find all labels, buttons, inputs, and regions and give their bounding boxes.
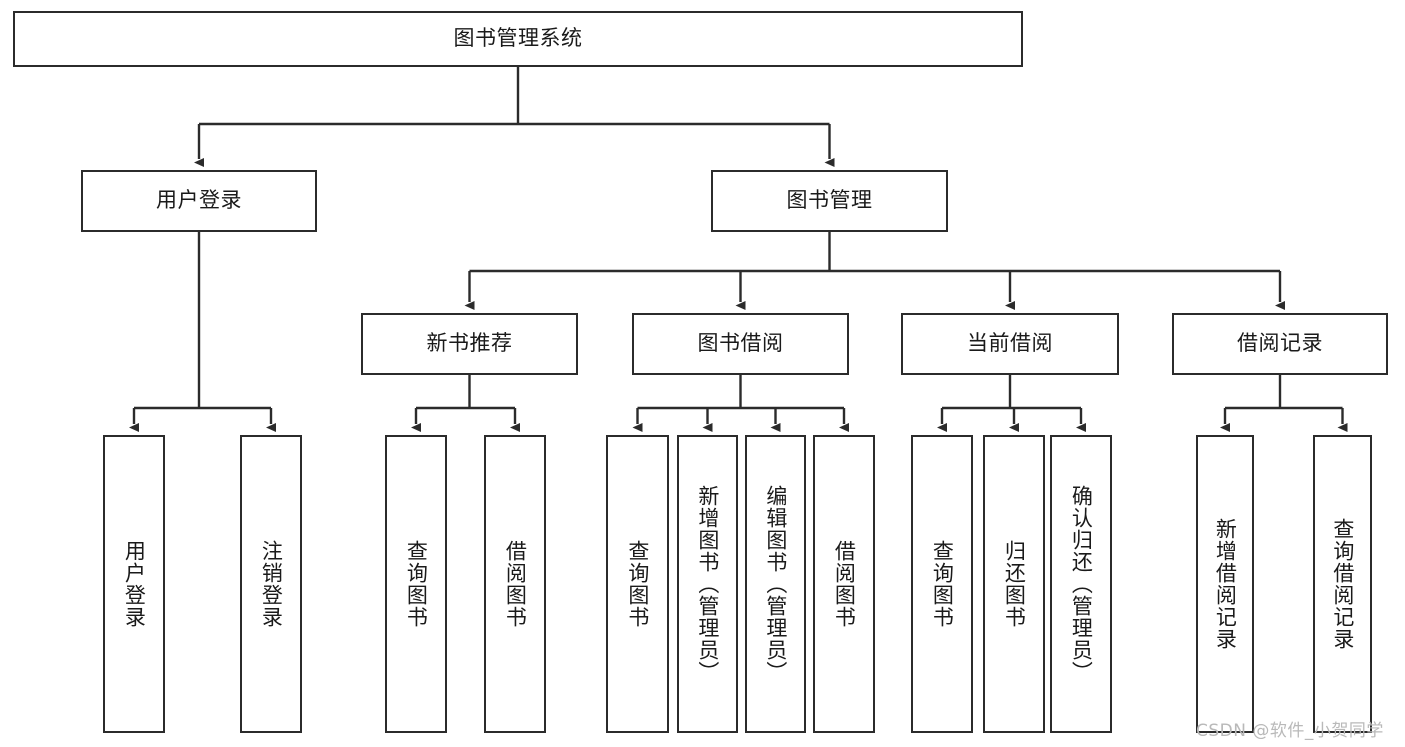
leaf-node-box[interactable]: 查询借阅记录 — [1313, 435, 1372, 733]
leaf-node-label: 查询图书 — [404, 540, 429, 628]
level3-node-label: 图书借阅 — [697, 331, 784, 356]
leaf-node-label: 借阅图书 — [503, 540, 528, 628]
leaf-node-box[interactable]: 用户登录 — [103, 435, 165, 733]
leaf-node-label: 查询借阅记录 — [1330, 518, 1355, 650]
leaf-node-label: 借阅图书 — [832, 540, 857, 628]
leaf-node-label: 编辑图书（管理员） — [763, 485, 788, 683]
leaf-node-label: 归还图书 — [1002, 540, 1027, 628]
level3-node-label: 借阅记录 — [1237, 331, 1323, 356]
level3-node-label: 当前借阅 — [967, 331, 1053, 356]
leaf-node-label: 新增借阅记录 — [1213, 518, 1238, 650]
level2-node-box[interactable]: 用户登录 — [81, 170, 317, 232]
leaf-node-box[interactable]: 新增图书（管理员） — [677, 435, 738, 733]
leaf-node-box[interactable]: 确认归还（管理员） — [1050, 435, 1112, 733]
root-node-label: 图书管理系统 — [453, 26, 583, 51]
leaf-node-box[interactable]: 注销登录 — [240, 435, 302, 733]
leaf-node-label: 新增图书（管理员） — [695, 485, 720, 683]
level2-node-label: 用户登录 — [156, 188, 242, 213]
leaf-node-label: 查询图书 — [930, 540, 955, 628]
leaf-node-box[interactable]: 查询图书 — [385, 435, 447, 733]
leaf-node-label: 确认归还（管理员） — [1069, 485, 1094, 683]
leaf-node-box[interactable]: 查询图书 — [606, 435, 669, 733]
leaf-node-box[interactable]: 归还图书 — [983, 435, 1045, 733]
level3-node-box[interactable]: 图书借阅 — [632, 313, 849, 375]
level2-node-box[interactable]: 图书管理 — [711, 170, 948, 232]
level3-node-box[interactable]: 新书推荐 — [361, 313, 578, 375]
root-node-box[interactable]: 图书管理系统 — [13, 11, 1023, 67]
leaf-node-box[interactable]: 新增借阅记录 — [1196, 435, 1254, 733]
level3-node-box[interactable]: 借阅记录 — [1172, 313, 1388, 375]
csdn-watermark: CSDN @软件_小贺同学 — [1196, 721, 1384, 741]
level2-node-label: 图书管理 — [786, 188, 873, 213]
level3-node-box[interactable]: 当前借阅 — [901, 313, 1119, 375]
leaf-node-label: 注销登录 — [259, 540, 284, 628]
leaf-node-label: 查询图书 — [625, 540, 650, 628]
leaf-node-label: 用户登录 — [122, 540, 147, 628]
leaf-node-box[interactable]: 编辑图书（管理员） — [745, 435, 806, 733]
level3-node-label: 新书推荐 — [426, 331, 513, 356]
leaf-node-box[interactable]: 查询图书 — [911, 435, 973, 733]
leaf-node-box[interactable]: 借阅图书 — [813, 435, 875, 733]
leaf-node-box[interactable]: 借阅图书 — [484, 435, 546, 733]
